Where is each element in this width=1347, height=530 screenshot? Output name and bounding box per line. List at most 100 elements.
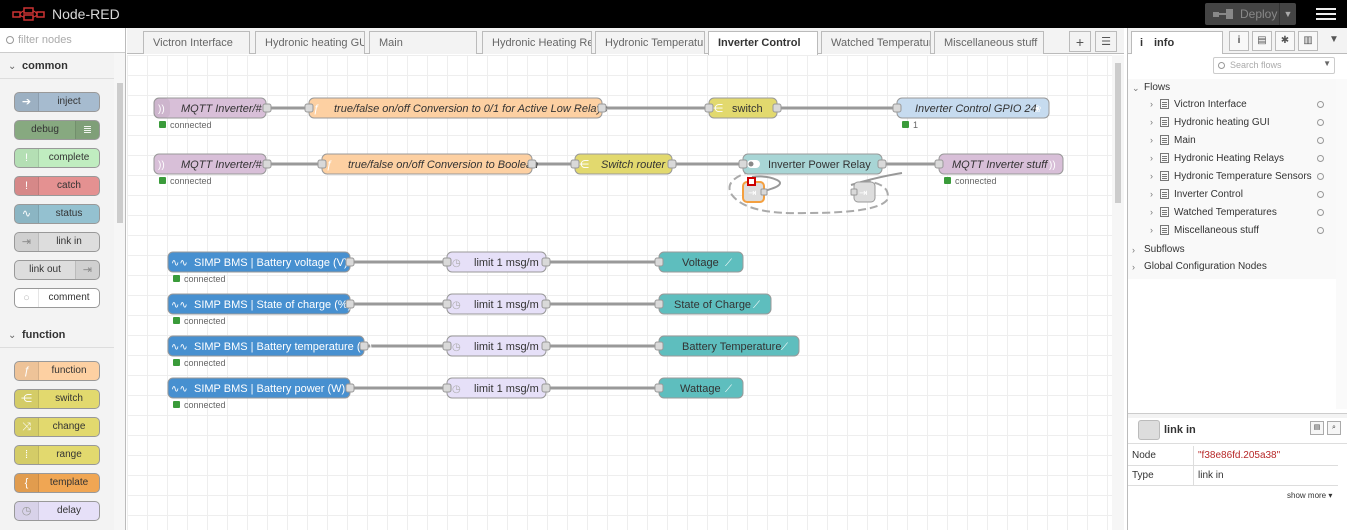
palette-node-template[interactable]: {template	[14, 473, 100, 493]
node-limit-3[interactable]: ◷ limit 1 msg/m	[442, 335, 551, 357]
palette-node-status[interactable]: ∿status	[14, 204, 100, 224]
palette-node-link-in[interactable]: ⇥link in	[14, 232, 100, 252]
node-palette: filter nodes ⌄ common ➔inject debug≣ !co…	[0, 28, 126, 530]
palette-node-link-out[interactable]: link out⇥	[14, 260, 100, 280]
main-menu-icon[interactable]	[1316, 5, 1336, 23]
tab-hydronic-heating-gui[interactable]: Hydronic heating GUI	[255, 31, 365, 54]
tree-item-hydronic-heating-gui[interactable]: ›Hydronic heating GUI	[1150, 114, 1328, 132]
palette-node-range[interactable]: ⁞range	[14, 445, 100, 465]
palette-category-common[interactable]: ⌄ common	[0, 55, 114, 79]
palette-node-delay[interactable]: ◷delay	[14, 501, 100, 521]
sidebar-scrollbar[interactable]	[1336, 79, 1347, 409]
node-function-boolean[interactable]: ƒ true/false on/off Conversion to Boolea…	[317, 153, 538, 175]
node-link-in-selected[interactable]: ⇥	[742, 177, 768, 203]
node-chart-voltage[interactable]: ⟋ Voltage	[654, 251, 744, 273]
node-chart-temperature[interactable]: ⟋ Battery Temperature	[654, 335, 800, 357]
node-bms-soc[interactable]: ∿∿ SIMP BMS | State of charge (%) connec…	[167, 293, 355, 326]
link-out-icon: ⇥	[859, 188, 867, 199]
tree-flows-label[interactable]: Flows	[1144, 82, 1171, 93]
status-text: 1	[913, 120, 918, 130]
palette-scrollbar[interactable]	[114, 53, 125, 530]
node-function-active-low[interactable]: ƒ true/false on/off Conversion to 0/1 fo…	[304, 97, 608, 119]
sidebar-divider[interactable]	[1128, 413, 1347, 418]
palette-filter-placeholder[interactable]: filter nodes	[18, 34, 72, 46]
node-chart-soc[interactable]: ⟋ State of Charge	[654, 293, 772, 315]
search-placeholder[interactable]: Search flows	[1230, 60, 1282, 70]
node-inverter-power-relay[interactable]: Inverter Power Relay	[738, 153, 887, 175]
tree-global-config-label[interactable]: Global Configuration Nodes	[1144, 261, 1267, 272]
palette-filter[interactable]: filter nodes	[0, 28, 125, 53]
node-gpio-out[interactable]: ❀ Inverter Control GPIO 24 1	[892, 97, 1050, 130]
node-switch-1[interactable]: ⋲ switch	[704, 97, 782, 119]
tree-item-hydronic-temperature-sensors[interactable]: ›Hydronic Temperature Sensors	[1150, 168, 1328, 186]
node-mqtt-out[interactable]: )) MQTT Inverter stuff connected	[934, 153, 1064, 186]
palette-node-inject[interactable]: ➔inject	[14, 92, 100, 112]
tree-item-victron-interface[interactable]: ›Victron Interface	[1150, 96, 1328, 114]
book-icon[interactable]: ▤	[1252, 31, 1272, 51]
palette-node-switch[interactable]: ⋲switch	[14, 389, 100, 409]
search-flows-input[interactable]: Search flows ▼	[1213, 57, 1335, 74]
chevron-down-icon[interactable]: ▼	[1329, 34, 1339, 45]
flow-workspace[interactable]	[127, 55, 1112, 530]
chevron-right-icon[interactable]: ›	[1132, 245, 1135, 255]
status-dot	[159, 177, 166, 184]
palette-category-function[interactable]: ⌄ function	[0, 324, 114, 348]
tree-item-label: Hydronic heating GUI	[1174, 117, 1270, 128]
bug-icon[interactable]: ✱	[1275, 31, 1295, 51]
node-mqtt-in-1[interactable]: )) MQTT Inverter/# connected	[153, 97, 272, 130]
node-switch-router[interactable]: ⋲ Switch router	[570, 153, 677, 175]
chevron-right-icon: ›	[1150, 189, 1153, 199]
node-limit-2[interactable]: ◷ limit 1 msg/m	[442, 293, 551, 315]
tab-main[interactable]: Main	[369, 31, 477, 54]
palette-node-comment[interactable]: ○comment	[14, 288, 100, 308]
node-label: switch	[55, 393, 83, 404]
info-icon[interactable]: i	[1229, 31, 1249, 51]
tab-inverter-control[interactable]: Inverter Control	[708, 31, 818, 55]
palette-node-debug[interactable]: debug≣	[14, 120, 100, 140]
sidebar-tab-info[interactable]: i info	[1131, 31, 1223, 54]
tab-watched-temperatures[interactable]: Watched Temperatures	[821, 31, 931, 54]
node-label: inject	[57, 96, 81, 107]
palette-node-complete[interactable]: !complete	[14, 148, 100, 168]
palette-node-catch[interactable]: !catch	[14, 176, 100, 196]
node-chart-wattage[interactable]: ⟋ Wattage	[654, 377, 744, 399]
status-dot	[173, 275, 180, 282]
workspace-scrollbar[interactable]	[1112, 55, 1124, 530]
node-label: change	[52, 421, 86, 432]
node-limit-4[interactable]: ◷ limit 1 msg/m	[442, 377, 551, 399]
chevron-down-icon[interactable]: ▼	[1323, 59, 1331, 68]
flow-status-dot	[1317, 137, 1324, 144]
tree-item-main[interactable]: ›Main	[1150, 132, 1328, 150]
node-link-out[interactable]: ⇥	[850, 181, 876, 203]
tab-miscellaneous-stuff[interactable]: Miscellaneous stuff	[934, 31, 1044, 54]
node-mqtt-in-2[interactable]: )) MQTT Inverter/# connected	[153, 153, 272, 186]
deploy-menu-caret-icon[interactable]: ▼	[1279, 3, 1296, 25]
tree-item-miscellaneous-stuff[interactable]: ›Miscellaneous stuff	[1150, 222, 1328, 240]
deploy-button[interactable]: Deploy ▼	[1205, 3, 1296, 25]
node-limit-1[interactable]: ◷ limit 1 msg/m	[442, 251, 551, 273]
tree-item-hydronic-heating-relays[interactable]: ›Hydronic Heating Relays	[1150, 150, 1328, 168]
palette-node-change[interactable]: ⤨change	[14, 417, 100, 437]
tree-item-inverter-control[interactable]: ›Inverter Control	[1150, 186, 1328, 204]
tree-subflows-label[interactable]: Subflows	[1144, 244, 1185, 255]
tab-hydronic-heating-relays[interactable]: Hydronic Heating Relays	[482, 31, 592, 54]
flow-icon	[1160, 189, 1169, 199]
add-tab-icon[interactable]: +	[1069, 31, 1091, 52]
toggle-icon	[748, 161, 754, 167]
search-icon[interactable]: ⌕	[1327, 421, 1341, 435]
node-bms-temperature[interactable]: ∿∿ SIMP BMS | Battery temperature (C) co…	[167, 335, 372, 368]
show-more-link[interactable]: show more ▾	[1287, 491, 1333, 500]
list-tabs-icon[interactable]: ☰	[1095, 31, 1117, 52]
link-in-icon: ⇥	[15, 233, 39, 251]
tree-item-watched-temperatures[interactable]: ›Watched Temperatures	[1150, 204, 1328, 222]
dashboard-icon[interactable]: ▥	[1298, 31, 1318, 51]
chevron-right-icon[interactable]: ›	[1132, 262, 1135, 272]
timer-icon: ◷	[452, 258, 461, 269]
tab-hydronic-temperature[interactable]: Hydronic Temperature	[595, 31, 705, 54]
chevron-down-icon[interactable]: ⌄	[1132, 83, 1140, 93]
node-bms-voltage[interactable]: ∿∿ SIMP BMS | Battery voltage (V) connec…	[167, 251, 355, 284]
node-bms-power[interactable]: ∿∿ SIMP BMS | Battery power (W) connecte…	[167, 377, 355, 410]
book-icon[interactable]: ▤	[1310, 421, 1324, 435]
tab-victron-interface[interactable]: Victron Interface	[143, 31, 250, 54]
